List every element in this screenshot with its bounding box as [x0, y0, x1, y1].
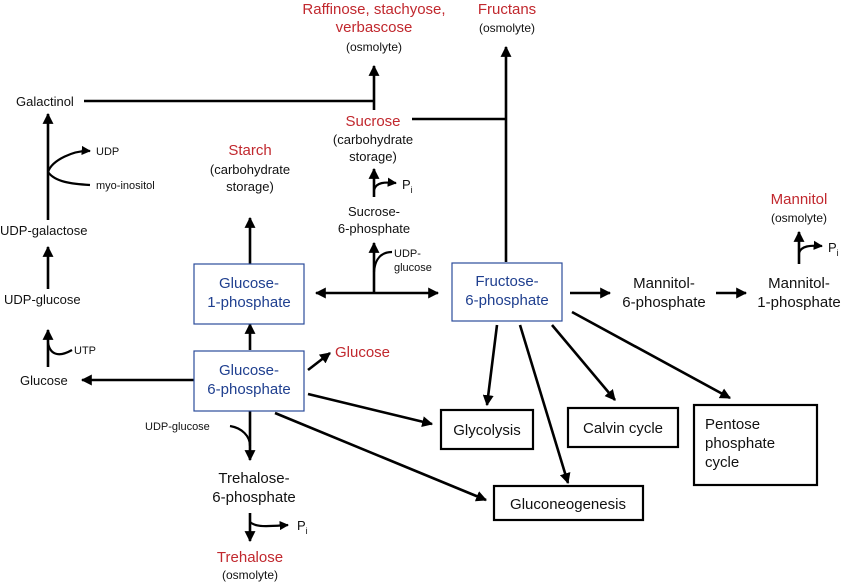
mannitol-label: Mannitol	[771, 191, 828, 208]
raffinose-label-line1: Raffinose, stachyose,	[302, 1, 445, 18]
udp-glucose-small-line2: glucose	[394, 262, 432, 274]
calvin-cycle-label: Calvin cycle	[583, 420, 663, 437]
fructose6p-box	[451, 262, 563, 322]
glucose6p-to-glucose-red-arrow	[307, 351, 331, 372]
udp-release-arrow	[46, 145, 91, 173]
trehalose6p-label-line1: Trehalose-	[218, 470, 289, 487]
pi-release-trehalose-arrow	[249, 520, 289, 531]
glucose1p-label-line1: Glucose-	[219, 275, 279, 292]
pi-release-mannitol-arrow	[797, 240, 823, 254]
mannitol1p-label-line2: 1-phosphate	[757, 294, 840, 311]
mannitol6p-label-line2: 6-phosphate	[622, 294, 705, 311]
fructose6p-to-pentose-arrow	[571, 310, 731, 400]
starch-sub-line1: (carbohydrate	[210, 162, 290, 177]
calvin-cycle-box	[566, 406, 680, 449]
pentose-label-line1: Pentose	[705, 416, 760, 433]
fructose6p-to-gluconeogenesis-arrow	[518, 324, 571, 485]
myo-inositol-label: myo-inositol	[96, 180, 155, 192]
glycolysis-box	[439, 408, 535, 451]
fructose6p-label-line2: 6-phosphate	[465, 292, 548, 309]
raffinose-label-line2: verbascose	[336, 19, 413, 36]
glucose6p-box	[193, 350, 305, 412]
fructans-osmolyte-label: (osmolyte)	[479, 21, 535, 35]
utp-label: UTP	[74, 345, 96, 357]
pentose-label-line2: phosphate	[705, 435, 775, 452]
mannitol-osmolyte-label: (osmolyte)	[771, 211, 827, 225]
glucose6p-to-glycolysis-arrow	[307, 392, 434, 427]
sucrose6p-label-line2: 6-phosphate	[338, 221, 410, 236]
udp-glucose-trehalose-label: UDP-glucose	[145, 421, 210, 433]
sucrose6p-label-line1: Sucrose-	[348, 204, 400, 219]
starch-sub-line2: storage)	[226, 179, 274, 194]
mannitol6p-label-line1: Mannitol-	[633, 275, 695, 292]
mannitol1p-label-line1: Mannitol-	[768, 275, 830, 292]
fructans-label: Fructans	[478, 1, 536, 18]
udp-glucose-small-line1: UDP-	[394, 248, 421, 260]
glucose1p-box	[193, 263, 305, 325]
glucose6p-label-line2: 6-phosphate	[207, 381, 290, 398]
pi-mannitol-label: Pi	[828, 240, 839, 258]
fructose6p-label-line1: Fructose-	[475, 273, 538, 290]
gluconeogenesis-box	[492, 484, 645, 522]
galactinol-label: Galactinol	[16, 94, 74, 109]
glucose6p-to-gluconeogenesis-arrow	[274, 411, 488, 502]
trehalose6p-label-line2: 6-phosphate	[212, 489, 295, 506]
glucose-red-label: Glucose	[335, 344, 390, 361]
gluconeogenesis-label: Gluconeogenesis	[510, 496, 626, 513]
sucrose-sub-line1: (carbohydrate	[333, 132, 413, 147]
fructose6p-to-glycolysis-arrow	[482, 324, 499, 407]
udp-glucose-trehalose-curve	[229, 424, 252, 447]
pi-release-sucrose-arrow	[372, 177, 397, 191]
udp-glucose-curve	[372, 250, 393, 273]
pathway-arrows	[42, 45, 823, 543]
pi-trehalose-label: Pi	[297, 518, 308, 536]
glucose6p-label-line1: Glucose-	[219, 362, 279, 379]
fructose6p-to-calvin-arrow	[551, 324, 616, 401]
udp-galactose-label: UDP-galactose	[0, 223, 87, 238]
starch-label: Starch	[228, 142, 271, 159]
udp-glucose-label: UDP-glucose	[4, 292, 81, 307]
glucose1p-label-line2: 1-phosphate	[207, 294, 290, 311]
sucrose-sub-line2: storage)	[349, 149, 397, 164]
trehalose-osmolyte-label: (osmolyte)	[222, 568, 278, 582]
sucrose-label: Sucrose	[345, 113, 400, 130]
raffinose-osmolyte-label: (osmolyte)	[346, 40, 402, 54]
trehalose-label: Trehalose	[217, 549, 283, 566]
pentose-label-line3: cycle	[705, 454, 739, 471]
pentose-phosphate-box	[692, 403, 819, 487]
glycolysis-label: Glycolysis	[453, 422, 521, 439]
myo-inositol-curve	[47, 171, 91, 187]
utp-curve	[46, 342, 73, 356]
glucose-left-label: Glucose	[20, 373, 68, 388]
pi-sucrose-label: Pi	[402, 177, 413, 195]
udp-label: UDP	[96, 146, 119, 158]
